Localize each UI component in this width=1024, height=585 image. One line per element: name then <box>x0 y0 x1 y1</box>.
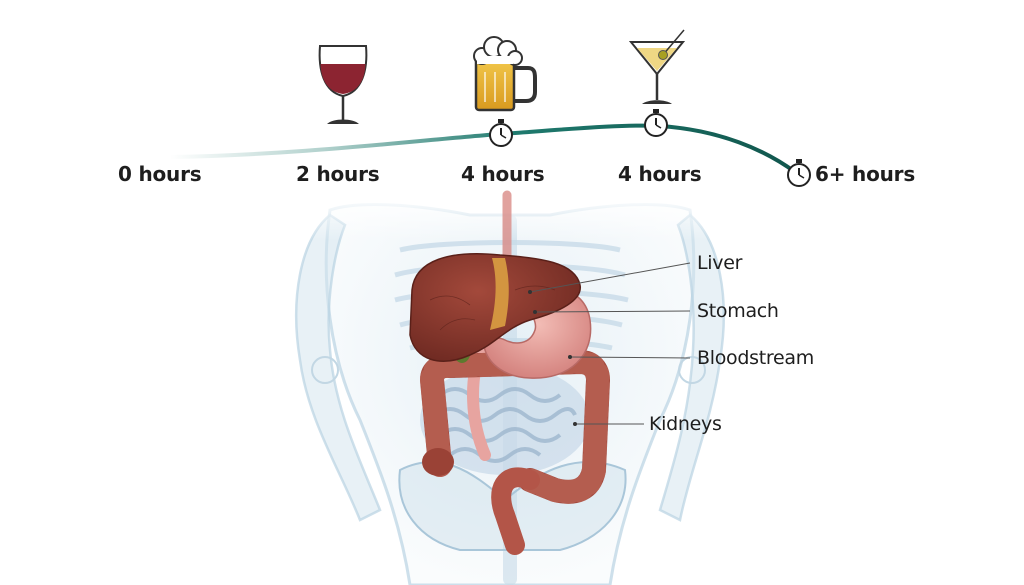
timeline-curve <box>168 123 797 174</box>
timeline-label-1: 2 hours <box>296 162 380 186</box>
organ-label-bloodstream: Bloodstream <box>697 347 814 369</box>
stopwatch-icon <box>787 159 811 187</box>
organ-label-kidneys: Kidneys <box>649 413 722 435</box>
timeline-label-2: 4 hours <box>461 162 545 186</box>
callout-lines <box>529 262 691 425</box>
organ-label-liver: Liver <box>697 252 743 274</box>
callout-dots <box>528 290 577 426</box>
timeline-label-4: 6+ hours <box>815 162 916 186</box>
beer-mug-icon <box>473 36 537 112</box>
wine-glass-icon <box>318 45 368 124</box>
large-intestine <box>419 349 611 555</box>
stopwatch-icon <box>489 119 513 147</box>
timeline-label-0: 0 hours <box>118 162 202 186</box>
stopwatch-icon <box>644 109 668 137</box>
martini-glass-icon <box>628 29 686 104</box>
organ-label-stomach: Stomach <box>697 300 779 322</box>
timeline-label-3: 4 hours <box>618 162 702 186</box>
liver <box>409 253 581 362</box>
